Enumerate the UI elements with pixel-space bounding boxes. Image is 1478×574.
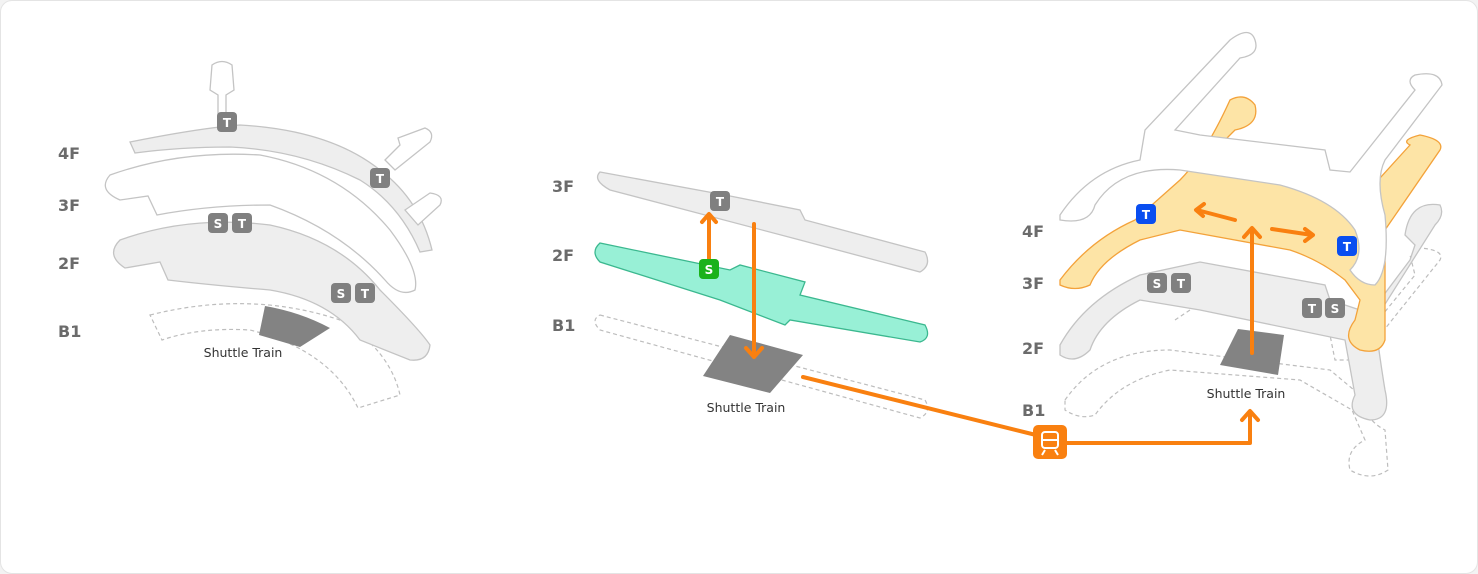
middle-shuttle-caption: Shuttle Train <box>707 400 786 415</box>
left-4f-pier <box>209 60 235 121</box>
right-floor-label: 3F <box>1022 274 1044 293</box>
middle-shuttle-train <box>703 335 803 393</box>
left-floor-label: 2F <box>58 254 80 273</box>
left-3f-pier-east <box>404 192 442 226</box>
middle-map: 3F 2F B1 Shuttle Train T S <box>552 171 929 419</box>
left-shuttle-train <box>259 306 330 347</box>
badge-text: T <box>1308 302 1317 316</box>
route-4f-east <box>1270 227 1315 243</box>
middle-3f-floor <box>596 171 929 273</box>
route-4f-west <box>1194 202 1237 222</box>
right-shuttle-caption: Shuttle Train <box>1207 386 1286 401</box>
route-3f-to-b1 <box>744 222 764 359</box>
left-2f-floor <box>113 221 431 361</box>
route-2f-to-3f <box>700 212 718 261</box>
left-floor-label: 3F <box>58 196 80 215</box>
left-4f-pier-east <box>384 127 433 171</box>
middle-2f-floor <box>594 242 929 343</box>
middle-floor-label: 2F <box>552 246 574 265</box>
right-floor-label: B1 <box>1022 401 1045 420</box>
left-shuttle-caption: Shuttle Train <box>204 345 283 360</box>
left-floor-label: B1 <box>58 322 81 341</box>
right-3f-floor <box>1059 96 1442 352</box>
badge-text: T <box>1177 277 1186 291</box>
badge-text: T <box>1142 208 1151 222</box>
right-map: 4F 3F 2F B1 Shuttle Train T T S T T S <box>1022 31 1443 477</box>
route-shuttle-connection <box>801 375 1260 445</box>
middle-floor-label: B1 <box>552 316 575 335</box>
badge-text: S <box>337 287 346 301</box>
badge-text: T <box>716 195 725 209</box>
badge-text: S <box>1153 277 1162 291</box>
left-3f-floor <box>104 153 417 294</box>
badge-text: T <box>1343 240 1352 254</box>
right-4f-floor <box>1059 31 1443 286</box>
left-floor-label: 4F <box>58 144 80 163</box>
badge-text: T <box>361 287 370 301</box>
left-badges: T T S T S T <box>208 112 390 303</box>
badge-text: S <box>214 217 223 231</box>
right-floor-label: 2F <box>1022 339 1044 358</box>
badge-text: T <box>223 116 232 130</box>
badge-text: S <box>705 263 714 277</box>
badge-text: S <box>1331 302 1340 316</box>
train-icon <box>1033 425 1067 459</box>
right-floor-label: 4F <box>1022 222 1044 241</box>
middle-floor-label: 3F <box>552 177 574 196</box>
left-map: 4F 3F 2F B1 Shuttle Train T T S T S T <box>58 60 442 409</box>
middle-b1-floor <box>594 314 929 419</box>
right-b1-floor <box>1064 349 1389 477</box>
route-b1-to-4f <box>1242 226 1262 355</box>
left-4f-floor <box>129 124 433 253</box>
badge-text: T <box>238 217 247 231</box>
badge-text: T <box>376 172 385 186</box>
left-b1-floor <box>149 303 401 409</box>
